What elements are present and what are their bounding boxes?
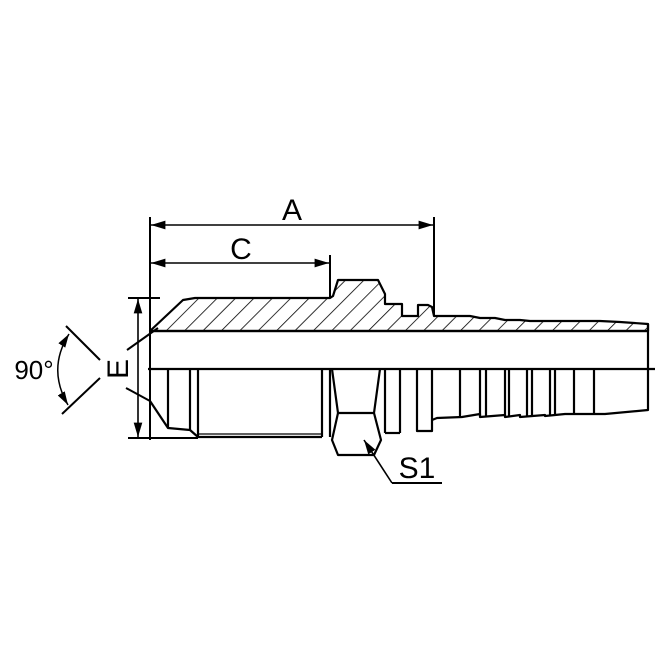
extension-lines xyxy=(128,217,435,440)
dimension-c-label: C xyxy=(230,233,252,266)
dimension-a: A xyxy=(151,194,433,230)
dimension-c: C xyxy=(151,233,329,268)
hex-size-label: S1 xyxy=(399,452,436,485)
angle-label: 90° xyxy=(14,355,53,385)
external-lower-half xyxy=(149,368,650,457)
dimension-e-label: E xyxy=(102,359,135,379)
chamfer-angle: 90° xyxy=(14,325,159,415)
dimension-e: E xyxy=(102,299,143,437)
dimension-a-label: A xyxy=(282,194,302,227)
hex-size-s1: S1 xyxy=(363,439,442,485)
section-upper-half xyxy=(148,278,650,333)
